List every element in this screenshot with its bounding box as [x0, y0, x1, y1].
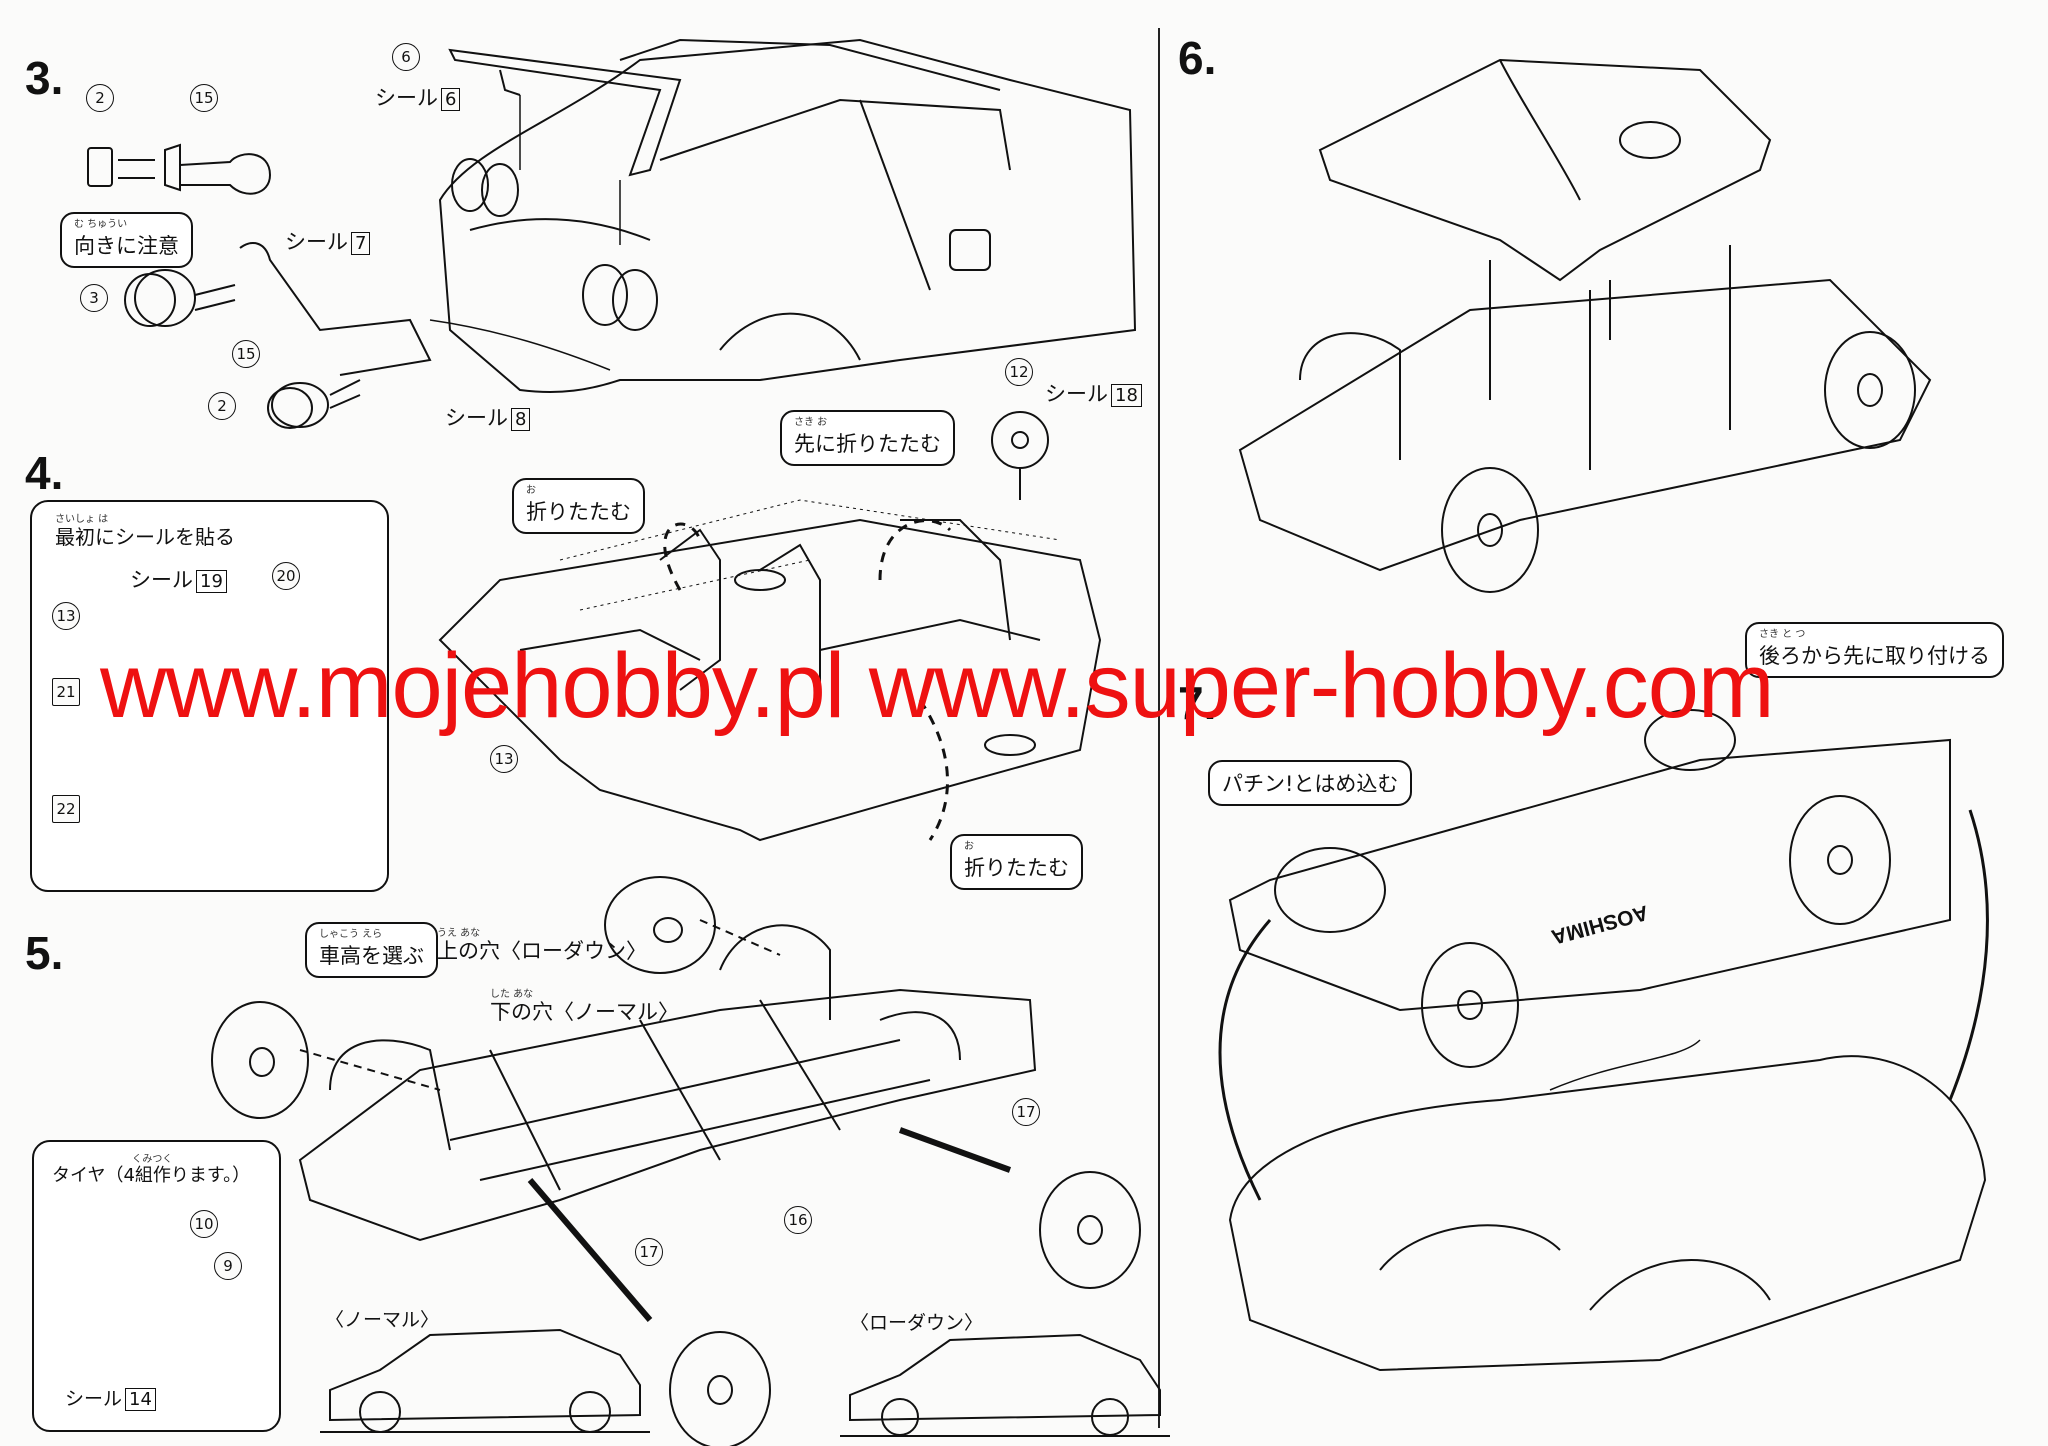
- step5-profile-drawing: [320, 1328, 1170, 1437]
- note-text: 折りたたむ: [964, 856, 1069, 880]
- step4-inset-title: さいしょ は 最初にシールを貼る: [55, 510, 235, 550]
- decal-text: シール: [130, 568, 193, 592]
- fold-note-a: お 折りたたむ: [512, 478, 645, 534]
- ruby-text: くみつく: [132, 1154, 173, 1165]
- ruby-text: しゃこう えら: [319, 929, 383, 940]
- step3-car-body-drawing: [438, 38, 1137, 393]
- attach-rear-first-note: さき と つ 後ろから先に取り付ける: [1745, 622, 2004, 678]
- step-4-number: 4.: [25, 447, 64, 499]
- note-text: 向きに注意: [74, 234, 179, 258]
- part-number-3: 3: [80, 284, 108, 312]
- step-6-number: 6.: [1178, 32, 1217, 84]
- part-number-17a: 17: [1012, 1098, 1040, 1126]
- step3-spoiler-drawing: [448, 48, 682, 245]
- ruby-text: うえ あな: [437, 928, 481, 939]
- snap-in-note: パチン!とはめ込む: [1208, 760, 1413, 806]
- decal-text: シール: [445, 406, 508, 430]
- decal-number: 14: [125, 1388, 156, 1411]
- step4-inset-panel: [30, 500, 389, 892]
- ruby-text: お: [964, 841, 974, 852]
- note-text: 折りたたむ: [526, 500, 631, 524]
- tire-inset-title: くみつく タイヤ（4組作ります。）: [52, 1150, 250, 1187]
- part-number-2: 2: [86, 84, 114, 112]
- step7-assembly-drawing: [1218, 709, 1989, 1372]
- part-number-15b: 15: [232, 340, 260, 368]
- part-number-2b: 2: [208, 392, 236, 420]
- step6-assembly-drawing: [1238, 58, 1932, 593]
- ride-height-note: しゃこう えら 車高を選ぶ: [305, 922, 438, 978]
- decal-text: シール: [285, 230, 348, 254]
- ruby-text: さき お: [794, 417, 828, 428]
- ruby-text: さき と つ: [1759, 629, 1806, 640]
- decal-text: シール: [65, 1388, 123, 1410]
- decal-number: 6: [441, 88, 461, 111]
- label-text: 上の穴〈ローダウン〉: [437, 939, 647, 963]
- step5-chassis-drawing: [211, 876, 1141, 1446]
- decal-number: 18: [1111, 384, 1142, 407]
- fold-note-b: お 折りたたむ: [950, 834, 1083, 890]
- normal-height-label: 〈ノーマル〉: [325, 1309, 440, 1331]
- part-number-16: 16: [784, 1206, 812, 1234]
- note-text: 先に折りたたむ: [794, 432, 941, 456]
- decal-number: 7: [351, 232, 371, 255]
- part-number-12: 12: [1005, 358, 1033, 386]
- lowdown-height-label: 〈ローダウン〉: [850, 1312, 984, 1334]
- fold-first-note: さき お 先に折りたたむ: [780, 410, 955, 466]
- upper-hole-label: うえ あな 上の穴〈ローダウン〉: [437, 924, 647, 965]
- part-number-22: 22: [52, 795, 80, 823]
- part-number-17b: 17: [635, 1238, 663, 1266]
- inset-title-text: タイヤ（4組作ります。）: [52, 1165, 251, 1186]
- note-text: 後ろから先に取り付ける: [1759, 644, 1990, 668]
- step3-lamp-parts-drawing: [87, 143, 611, 429]
- part-number-13-inset: 13: [52, 602, 80, 630]
- decal-number: 19: [196, 570, 227, 593]
- inset-title-text: 最初にシールを貼る: [55, 525, 235, 549]
- decal-text: シール: [1045, 382, 1108, 406]
- column-divider: [1158, 28, 1160, 1428]
- note-text: パチン!とはめ込む: [1222, 772, 1399, 796]
- part-number-9: 9: [214, 1252, 242, 1280]
- decal-text: シール: [375, 86, 438, 110]
- step4-interior-drawing: [438, 411, 1102, 842]
- part-number-13: 13: [490, 745, 518, 773]
- ruby-text: さいしょ は: [55, 514, 109, 525]
- lower-hole-label: した あな 下の穴〈ノーマル〉: [490, 985, 679, 1026]
- ruby-text: む ちゅうい: [74, 219, 128, 230]
- part-number-15: 15: [190, 84, 218, 112]
- step-7-number: 7.: [1178, 677, 1217, 729]
- step-3-number: 3.: [25, 52, 64, 104]
- watermark-text: www.mojehobby.pl www.super-hobby.com: [100, 635, 1775, 737]
- part-number-6: 6: [392, 43, 420, 71]
- label-text: 下の穴〈ノーマル〉: [490, 1000, 679, 1024]
- tire-inset-panel: [32, 1140, 281, 1432]
- orientation-note: む ちゅうい 向きに注意: [60, 212, 193, 268]
- part-number-21: 21: [52, 678, 80, 706]
- part-number-20: 20: [272, 562, 300, 590]
- ruby-text: お: [526, 485, 536, 496]
- decal-number: 8: [511, 408, 531, 431]
- step-5-number: 5.: [25, 927, 64, 979]
- ruby-text: した あな: [490, 989, 534, 1000]
- note-text: 車高を選ぶ: [319, 944, 424, 968]
- part-number-10: 10: [190, 1210, 218, 1238]
